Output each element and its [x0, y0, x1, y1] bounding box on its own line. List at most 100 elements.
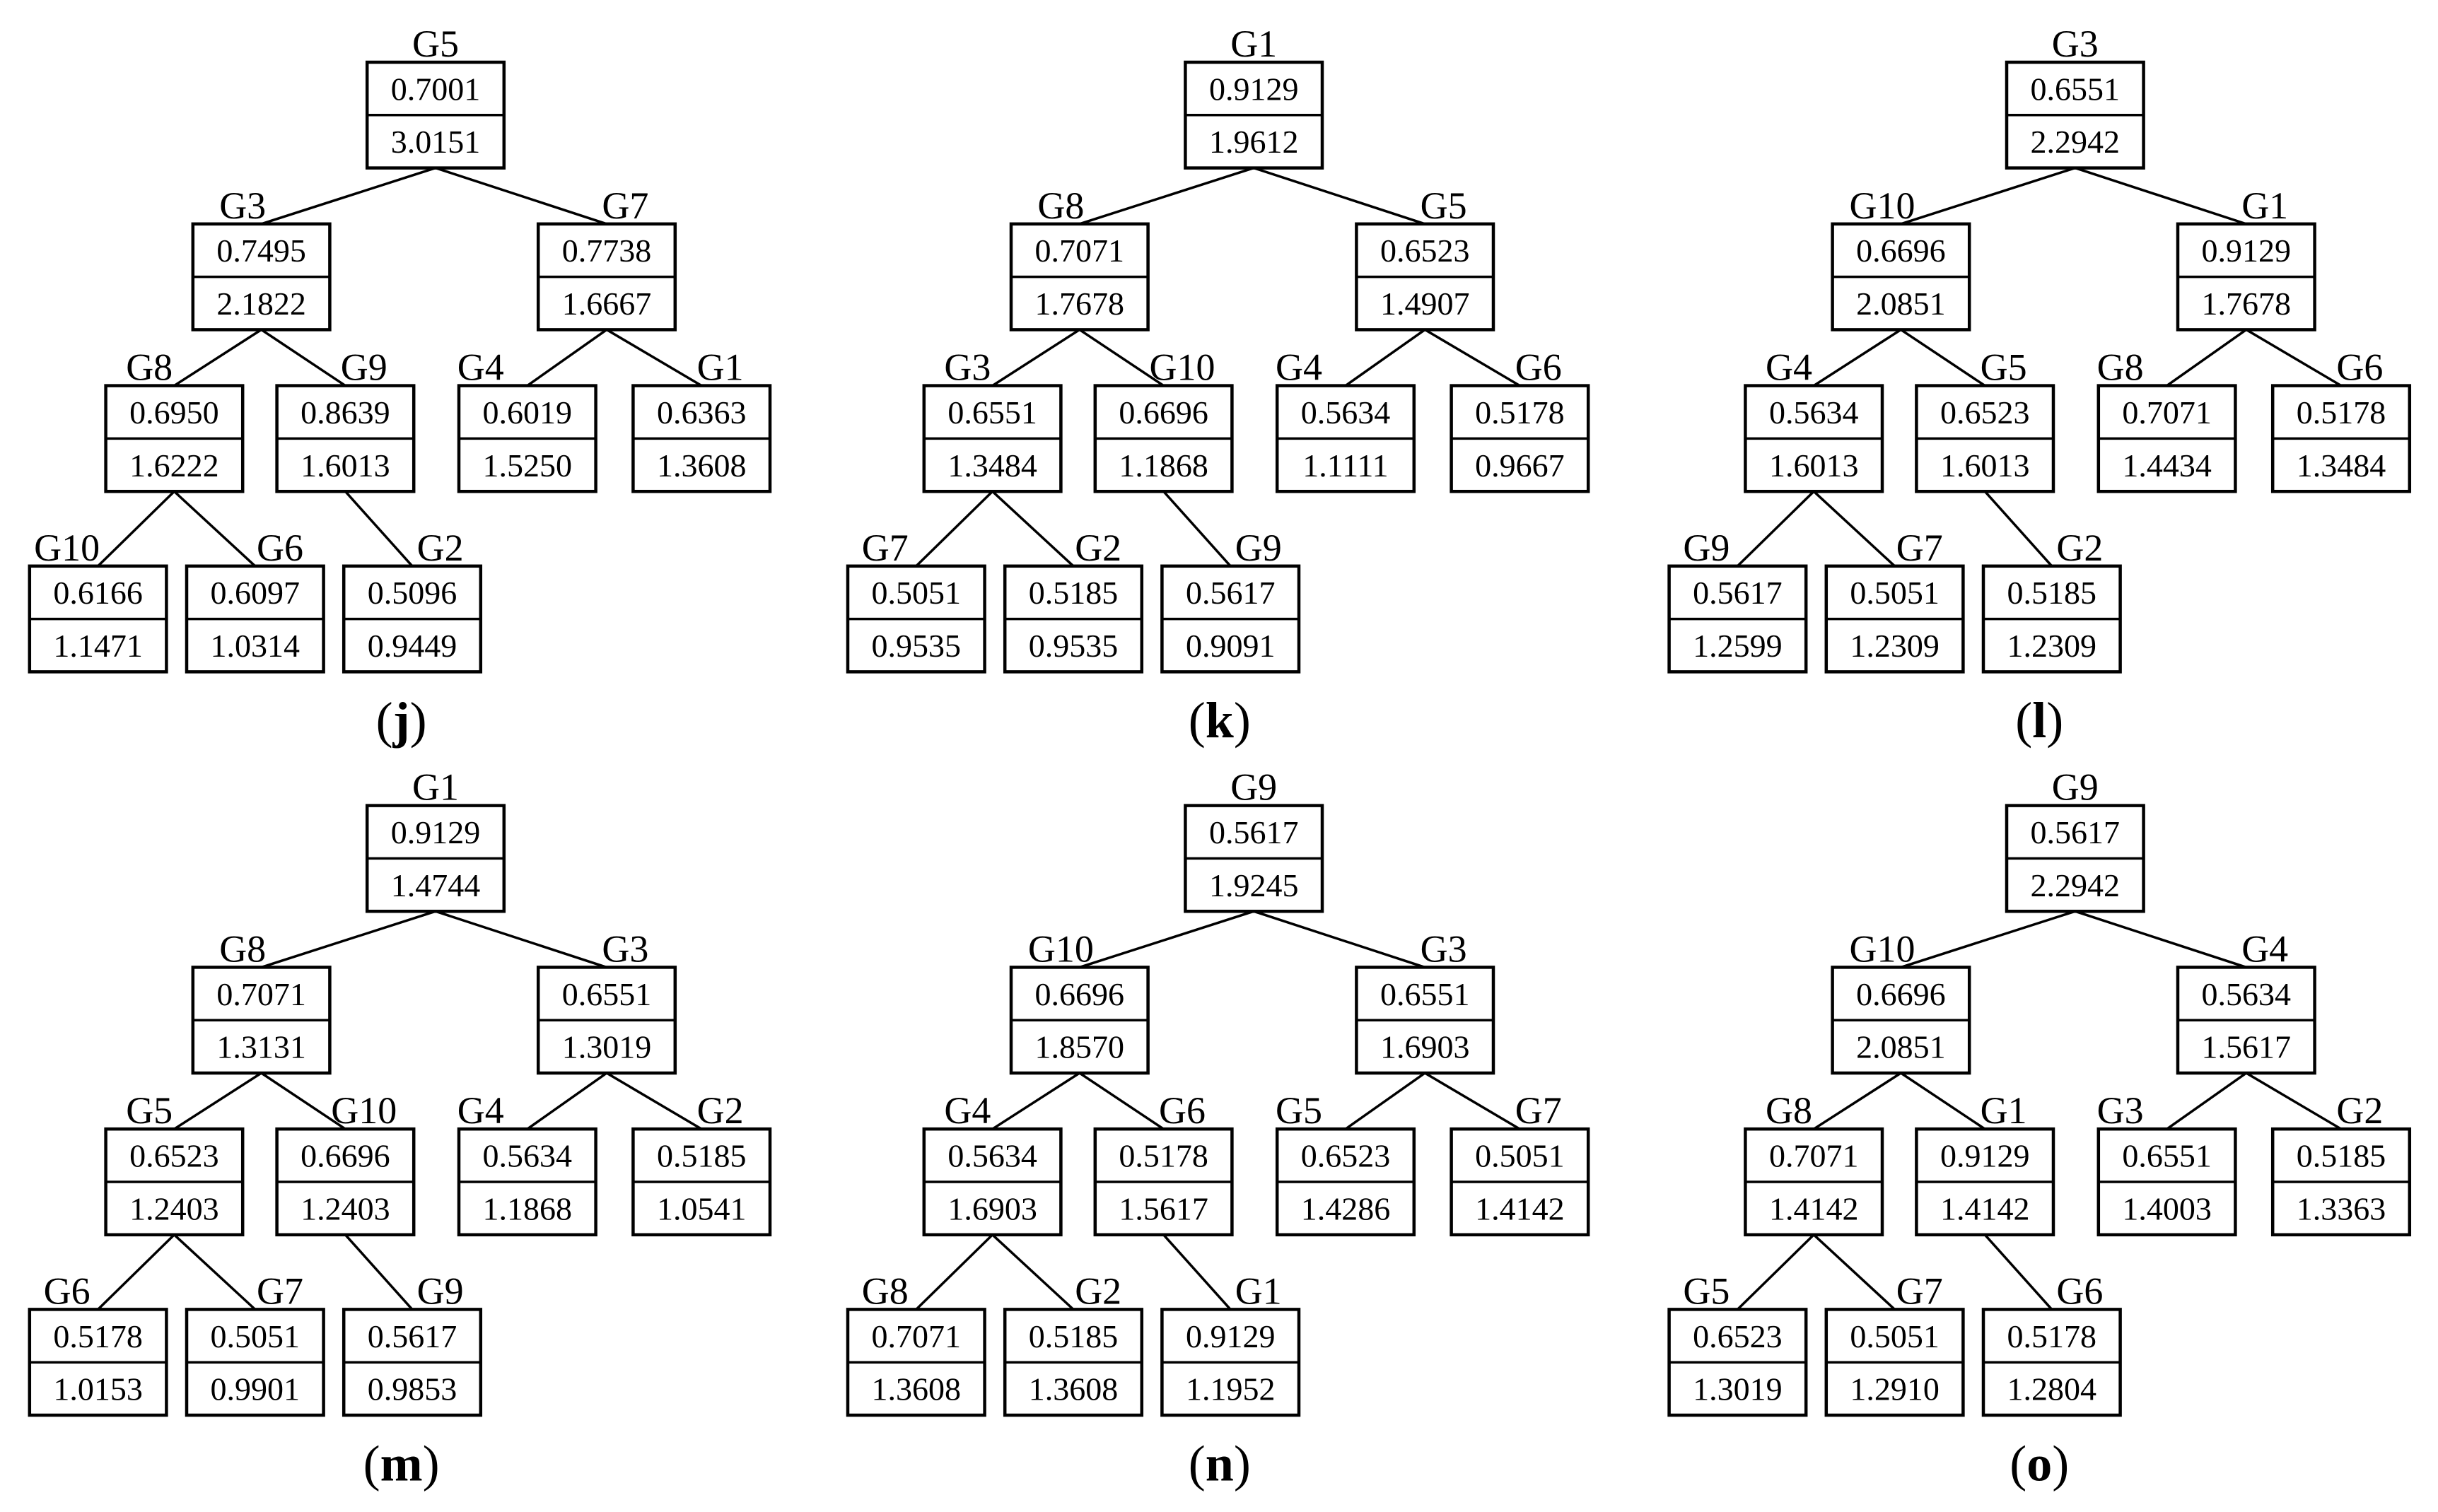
- tree-edge: [1344, 1072, 1426, 1130]
- tree-edge: [1344, 328, 1426, 387]
- node-label: G9: [341, 346, 387, 389]
- node-top-value: 0.5617: [368, 1318, 457, 1354]
- node-bottom-value: 1.6222: [129, 447, 219, 484]
- tree-edge: [991, 328, 1080, 387]
- node-bottom-value: 1.6903: [1380, 1029, 1470, 1065]
- tree-edge: [1813, 490, 1896, 568]
- node-top-value: 0.9129: [1186, 1318, 1276, 1354]
- tree-edge: [2245, 1072, 2342, 1130]
- node-label: G1: [2241, 184, 2288, 227]
- node-label: G8: [862, 1270, 909, 1312]
- node-top-value: 0.6523: [1380, 233, 1470, 269]
- tree-edge: [915, 1233, 993, 1311]
- node-bottom-value: 1.4142: [1475, 1190, 1565, 1226]
- node-label: G2: [1075, 1270, 1121, 1312]
- node-bottom-value: 2.0851: [1856, 1029, 1946, 1065]
- node-label: G2: [2336, 1089, 2383, 1132]
- node-bottom-value: 1.1868: [483, 1190, 573, 1226]
- tree-edge: [1900, 1072, 1986, 1130]
- tree-edge: [97, 490, 175, 568]
- tree-edge: [1162, 491, 1232, 567]
- tree-edge: [606, 328, 703, 387]
- tree-edge: [1813, 1233, 1896, 1311]
- tree-node: G5 0.6523 1.4907: [1355, 184, 1495, 332]
- node-bottom-value: 1.2599: [1693, 628, 1783, 664]
- node-label: G7: [602, 184, 648, 227]
- node-label: G5: [1421, 184, 1467, 227]
- tree-edge: [1253, 910, 1425, 969]
- node-label: G6: [2056, 1270, 2103, 1312]
- node-top-value: 0.5617: [1693, 575, 1783, 611]
- node-top-value: 0.6551: [2122, 1138, 2212, 1174]
- node-bottom-value: 1.4907: [1380, 286, 1470, 322]
- node-top-value: 0.5178: [53, 1318, 143, 1354]
- node-label: G6: [257, 527, 303, 569]
- panel-caption: (k): [1189, 692, 1251, 749]
- node-label: G10: [1850, 927, 1915, 970]
- node-label: G6: [1515, 346, 1562, 389]
- node-bottom-value: 2.0851: [1856, 286, 1946, 322]
- node-bottom-value: 1.1111: [1302, 447, 1388, 484]
- node-label: G1: [1230, 23, 1277, 65]
- node-top-value: 0.6097: [211, 575, 301, 611]
- node-top-value: 0.5634: [947, 1138, 1037, 1174]
- tree-edge: [435, 910, 607, 969]
- node-top-value: 0.5178: [1119, 1138, 1208, 1174]
- node-bottom-value: 1.0541: [657, 1190, 747, 1226]
- node-bottom-value: 1.9612: [1209, 124, 1299, 160]
- panel-caption-letter: n: [1206, 1435, 1234, 1492]
- node-label: G9: [1235, 527, 1282, 569]
- tree-panel-n: G90.56171.9245G100.66961.8570G30.65511.6…: [846, 766, 1590, 1492]
- node-bottom-value: 1.2403: [301, 1190, 390, 1226]
- node-label: G3: [2097, 1089, 2144, 1132]
- tree-edge: [1079, 166, 1254, 225]
- node-top-value: 0.9129: [1940, 1138, 2030, 1174]
- node-label: G6: [44, 1270, 91, 1312]
- node-top-value: 0.7738: [562, 233, 652, 269]
- tree-edge: [526, 328, 608, 387]
- node-label: G10: [34, 527, 100, 569]
- node-bottom-value: 1.2403: [129, 1190, 219, 1226]
- tree-edge: [2166, 1072, 2247, 1130]
- panel-caption: (n): [1189, 1435, 1251, 1492]
- node-bottom-value: 1.1471: [53, 628, 143, 664]
- node-top-value: 0.7071: [216, 976, 306, 1012]
- node-bottom-value: 1.3019: [562, 1029, 652, 1065]
- tree-edge: [261, 910, 436, 969]
- node-top-value: 0.6551: [2031, 71, 2121, 107]
- node-label: G3: [944, 346, 991, 389]
- node-label: G7: [862, 527, 909, 569]
- node-top-value: 0.7495: [216, 233, 306, 269]
- tree-edge: [173, 490, 256, 568]
- node-bottom-value: 1.3019: [1693, 1371, 1783, 1407]
- tree-edge: [1079, 910, 1254, 969]
- tree-edge: [1737, 1233, 1815, 1311]
- node-bottom-value: 1.3484: [947, 447, 1037, 484]
- node-bottom-value: 1.6013: [1940, 447, 2030, 484]
- node-top-value: 0.6523: [1940, 394, 2030, 430]
